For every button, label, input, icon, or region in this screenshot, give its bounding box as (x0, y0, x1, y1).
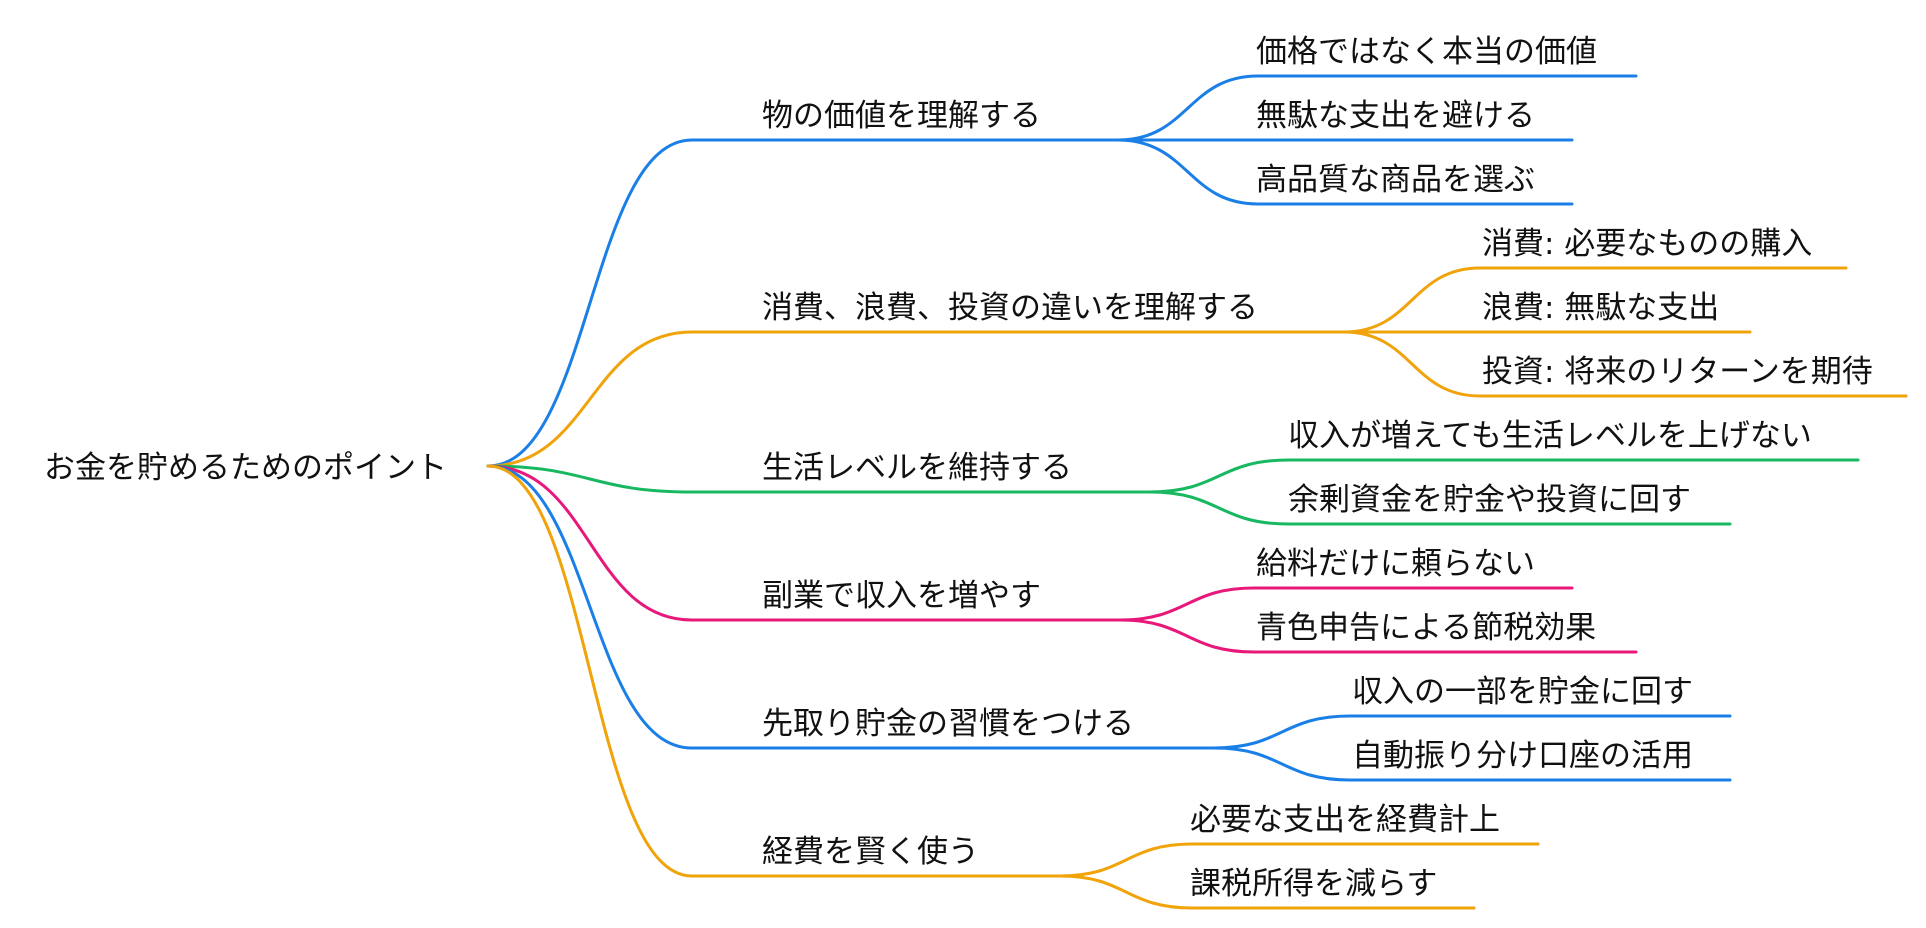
branch-node-label: 経費を賢く使う (762, 834, 979, 870)
leaf-node-label: 給料だけに頼らない (1256, 546, 1535, 582)
leaf-node-label: 高品質な商品を選ぶ (1256, 162, 1535, 198)
leaf-node-label: 無駄な支出を避ける (1256, 98, 1535, 134)
root-to-branch-link (486, 330, 694, 468)
branch-to-leaf-link (1148, 490, 1290, 526)
branch-to-leaf-link (1058, 874, 1194, 910)
branch-node-label: 副業で収入を増やす (762, 578, 1041, 614)
root-node-label: お金を貯めるためのポイント (44, 450, 447, 486)
root-to-branch-link (486, 464, 694, 622)
branch-to-leaf-link (1116, 138, 1260, 206)
root-to-branch-link (486, 464, 694, 878)
root-to-branch-link (486, 464, 694, 494)
leaf-node-label: 浪費: 無駄な支出 (1482, 290, 1719, 326)
mindmap-nodes: お金を貯めるためのポイント 物の価値を理解する 価格ではなく本当の価値無駄な支出を避… (44, 34, 1873, 902)
branch-to-leaf-link (1118, 586, 1256, 622)
leaf-node-label: 収入の一部を貯金に回す (1352, 674, 1693, 710)
branch-to-leaf-link (1342, 266, 1482, 334)
branch-to-leaf-link (1058, 842, 1194, 878)
branch-to-leaf-link (1148, 458, 1290, 494)
leaf-node-label: 課税所得を減らす (1190, 866, 1437, 902)
leaf-node-label: 自動振り分け口座の活用 (1352, 738, 1693, 774)
branch-node-label: 消費、浪費、投資の違いを理解する (762, 290, 1258, 326)
branch-to-leaf-link (1212, 714, 1352, 750)
leaf-node-label: 余剰資金を貯金や投資に回す (1288, 482, 1691, 518)
leaf-node-label: 収入が増えても生活レベルを上げない (1288, 418, 1812, 454)
branch-to-leaf-link (1212, 746, 1352, 782)
leaf-node-label: 価格ではなく本当の価値 (1256, 34, 1597, 70)
leaf-node-label: 消費: 必要なものの購入 (1482, 226, 1812, 262)
branch-node-label: 生活レベルを維持する (762, 450, 1072, 486)
branch-to-leaf-link (1116, 74, 1260, 142)
branch-to-leaf-link (1342, 330, 1482, 398)
mindmap-links (486, 74, 1908, 910)
leaf-node-label: 必要な支出を経費計上 (1190, 802, 1500, 838)
branch-node-label: 先取り貯金の習慣をつける (762, 706, 1134, 742)
root-to-branch-link (486, 464, 694, 750)
leaf-node-label: 青色申告による節税効果 (1256, 610, 1596, 646)
branch-node-label: 物の価値を理解する (762, 98, 1041, 134)
leaf-node-label: 投資: 将来のリターンを期待 (1482, 354, 1873, 390)
root-to-branch-link (486, 138, 694, 468)
branch-to-leaf-link (1118, 618, 1256, 654)
